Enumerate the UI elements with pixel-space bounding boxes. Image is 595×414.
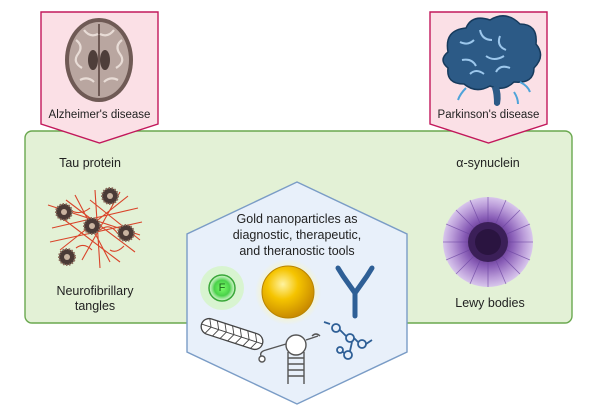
brain-icon <box>442 15 542 106</box>
fluorophore-letter: F <box>218 282 226 294</box>
lewy-body-icon <box>443 197 533 287</box>
neurofibrillary-line1: Neurofibrillary <box>56 284 134 298</box>
center-line3: and theranostic tools <box>239 244 355 258</box>
fluorophore-icon <box>200 266 244 310</box>
carbon-nanotube-icon <box>200 317 264 351</box>
aptamer-icon <box>258 333 321 384</box>
center-line1: Gold nanoparticles as <box>236 212 358 226</box>
center-line2: diagnostic, therapeutic, <box>232 228 362 242</box>
antibody-icon <box>335 265 375 319</box>
gold-nanoparticle-icon <box>255 259 321 325</box>
lewy-bodies-label: Lewy bodies <box>455 296 525 310</box>
alzheimers-label: Alzheimer's disease <box>48 109 151 121</box>
parkinsons-label: Parkinson's disease <box>437 109 540 121</box>
molecule-icon <box>323 321 373 360</box>
alpha-synuclein-label: α-synuclein <box>456 156 520 170</box>
neurofibrillary-line2: tangles <box>74 299 116 313</box>
gold-nanoparticles-title: Gold nanoparticles as diagnostic, therap… <box>217 211 377 259</box>
neurofibrillary-tangles-label: Neurofibrillary tangles <box>40 284 150 314</box>
brain-mri-icon <box>65 18 133 102</box>
tau-aggregates <box>55 187 135 266</box>
tau-protein-label: Tau protein <box>59 156 121 170</box>
